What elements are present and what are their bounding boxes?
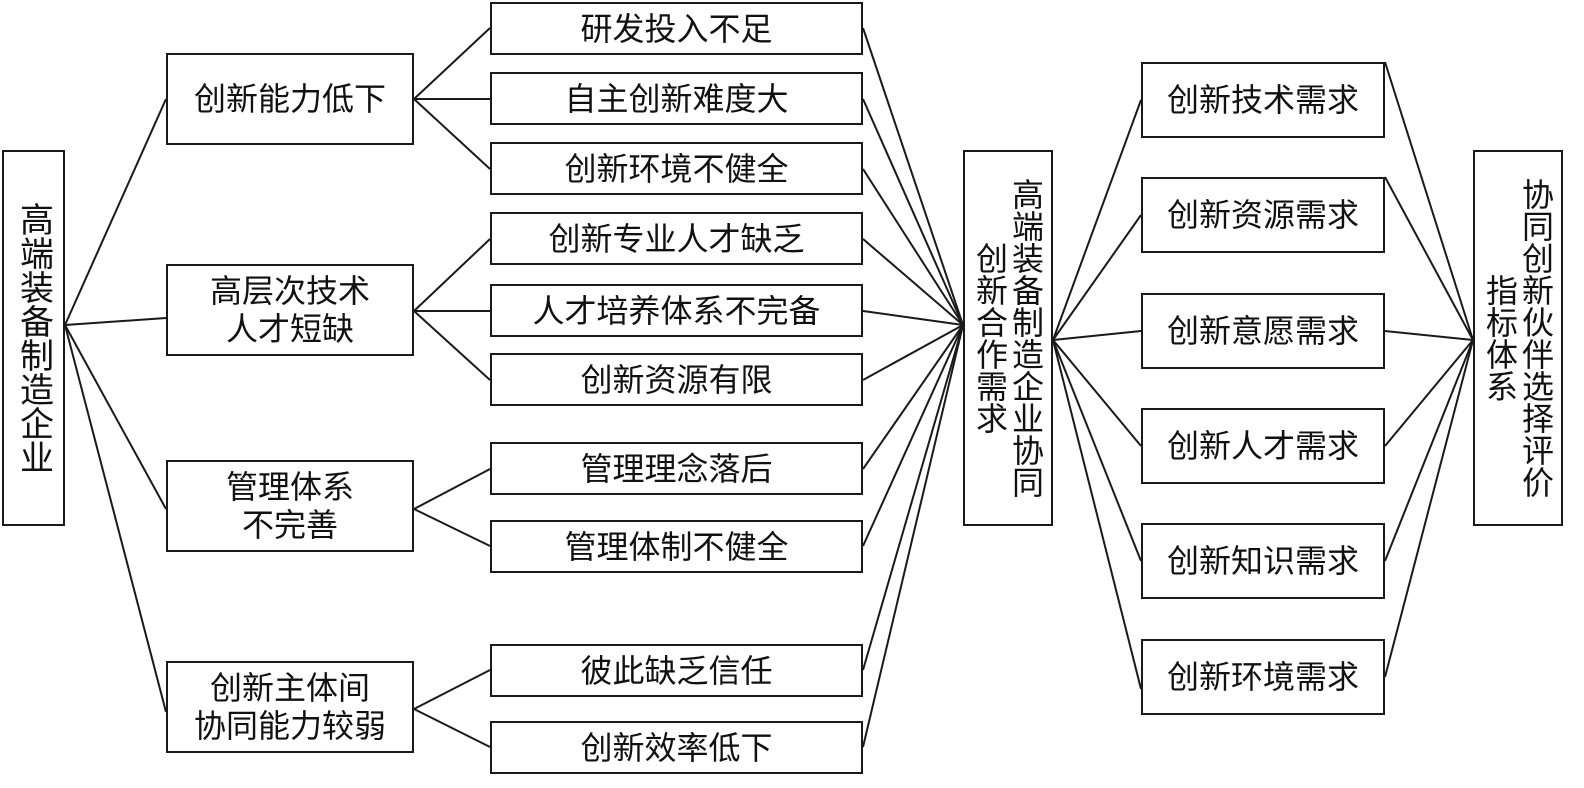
line-p1-cause-1	[413, 27, 491, 100]
line-need-1-target	[1384, 61, 1474, 341]
line-p2-cause-1	[413, 238, 491, 312]
need-box-environment: 创新环境需求	[1141, 639, 1385, 715]
line-need-5-target	[1384, 339, 1474, 562]
need-box-resources: 创新资源需求	[1141, 177, 1385, 253]
need-box-talent: 创新人才需求	[1141, 408, 1385, 484]
line-p4-cause-1	[413, 669, 491, 710]
target-box: 协同创新伙伴选择评价指标体系	[1473, 150, 1563, 526]
cause-box-low-efficiency: 创新效率低下	[490, 721, 863, 774]
line-root-problem-4	[64, 324, 167, 713]
problem-box-management-system: 管理体系 不完善	[166, 460, 414, 552]
line-cause-7-center	[862, 324, 964, 470]
line-need-6-target	[1384, 339, 1474, 678]
line-p3-cause-2	[413, 508, 491, 547]
cause-box-innovation-environment: 创新环境不健全	[490, 142, 863, 195]
line-center-need-4	[1052, 339, 1142, 447]
line-p3-cause-1	[413, 468, 491, 510]
cause-box-management-mechanism: 管理体制不健全	[490, 520, 863, 573]
line-p1-cause-3	[413, 98, 491, 170]
line-need-4-target	[1384, 339, 1474, 447]
line-center-need-2	[1052, 214, 1142, 341]
line-root-problem-3	[64, 324, 167, 510]
line-cause-1-center	[862, 27, 964, 326]
need-box-willingness: 创新意愿需求	[1141, 293, 1385, 369]
line-p2-cause-3	[413, 310, 491, 381]
cause-box-management-concept: 管理理念落后	[490, 442, 863, 495]
line-cause-3-center	[862, 168, 964, 326]
line-center-need-5	[1052, 339, 1142, 562]
need-box-knowledge: 创新知识需求	[1141, 523, 1385, 599]
center-box: 高端装备制造企业协同创新合作需求	[963, 150, 1053, 526]
line-cause-2-center	[862, 98, 964, 326]
problem-box-innovation-capability: 创新能力低下	[166, 53, 414, 145]
cause-box-independent-innovation: 自主创新难度大	[490, 72, 863, 125]
connector-lines	[64, 27, 1474, 748]
line-cause-10-center	[862, 324, 964, 748]
line-need-3-target	[1384, 330, 1474, 341]
cause-box-talent-training: 人才培养体系不完备	[490, 284, 863, 337]
problem-box-collaboration-weak: 创新主体间 协同能力较弱	[166, 661, 414, 753]
line-root-problem-1	[64, 98, 167, 326]
line-root-problem-2	[64, 317, 167, 326]
line-cause-6-center	[862, 324, 964, 381]
root-box: 高端装备制造企业	[2, 150, 65, 526]
cause-box-rd-investment: 研发投入不足	[490, 2, 863, 55]
line-need-2-target	[1384, 176, 1474, 341]
cause-box-limited-resources: 创新资源有限	[490, 353, 863, 406]
line-cause-8-center	[862, 324, 964, 547]
cause-box-professional-talent: 创新专业人才缺乏	[490, 212, 863, 265]
line-cause-9-center	[862, 324, 964, 671]
problem-box-talent-shortage: 高层次技术 人才短缺	[166, 264, 414, 356]
line-cause-5-center	[862, 310, 964, 326]
line-center-need-6	[1052, 339, 1142, 690]
line-center-need-3	[1052, 330, 1142, 341]
line-cause-4-center	[862, 238, 964, 326]
line-p4-cause-2	[413, 708, 491, 748]
cause-box-lack-of-trust: 彼此缺乏信任	[490, 644, 863, 697]
line-center-need-1	[1052, 99, 1142, 341]
need-box-technology: 创新技术需求	[1141, 62, 1385, 138]
